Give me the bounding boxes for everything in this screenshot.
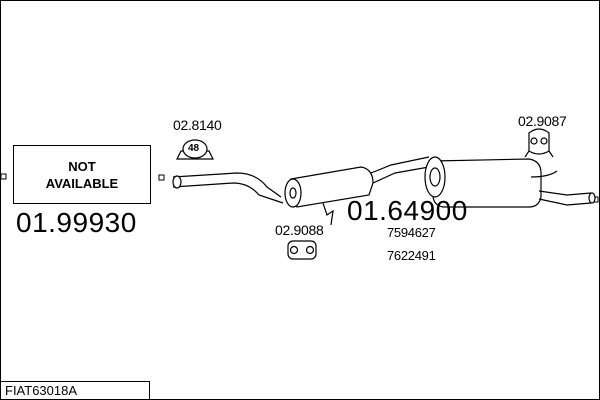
oem-number-2: 7622491: [387, 248, 436, 263]
middle-silencer: [284, 166, 374, 208]
mid-connector-marker: [158, 174, 165, 181]
mount-bottom-code: 02.9088: [275, 222, 324, 238]
footer-code: FIAT63018A: [0, 381, 150, 400]
tail-pipe: [538, 190, 596, 206]
left-connector-marker: [1, 173, 7, 180]
rear-silencer: [424, 156, 558, 208]
mount-bottom-icon: [287, 240, 317, 260]
connecting-pipe: [370, 156, 430, 184]
clamp-top-code: 02.8140: [173, 117, 222, 133]
clamp-icon: [176, 139, 214, 160]
front-pipe: [172, 172, 284, 204]
not-available-box: NOT AVAILABLE: [13, 145, 151, 204]
oem-number-1: 7594627: [387, 225, 436, 240]
middle-part-number: 01.64900: [347, 195, 468, 226]
hanger-hook: [322, 202, 334, 226]
left-part-number: 01.99930: [16, 207, 137, 238]
clamp-size-label: 48: [188, 143, 200, 154]
mount-right-code: 02.9087: [518, 113, 567, 129]
mount-right-icon: [524, 128, 554, 158]
